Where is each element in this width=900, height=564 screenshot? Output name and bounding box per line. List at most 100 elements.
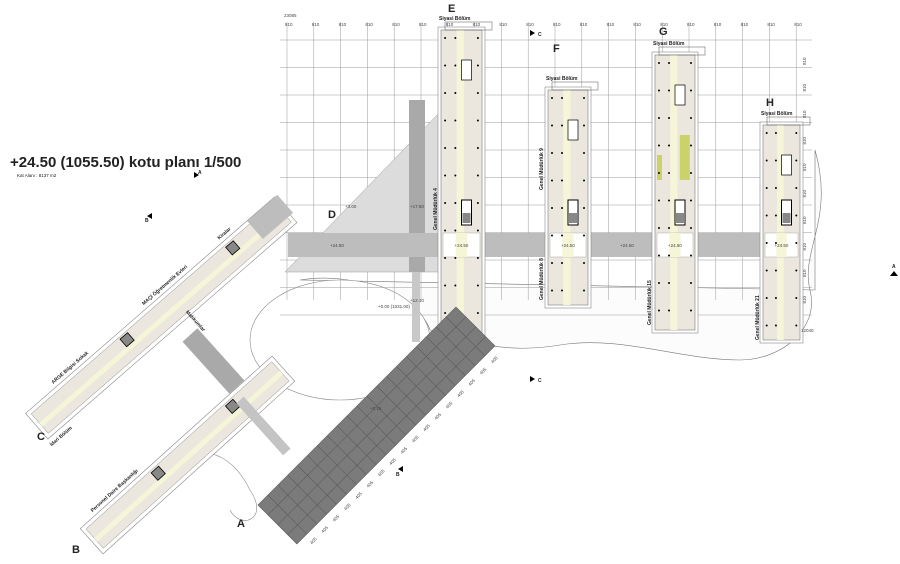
section-E: E <box>448 3 455 15</box>
dim-label: 810 <box>285 22 293 27</box>
wing-corridor <box>247 194 294 240</box>
dim-label: 405 <box>411 434 420 443</box>
top-dimensions: 810 810 810 810 810 810 810 810 810 810 810 810 810 8… <box>285 22 802 27</box>
section-cut-A-left: A <box>198 170 202 176</box>
dim-label: 810 <box>802 83 807 91</box>
dim-label: 810 <box>580 22 588 27</box>
dim-label: 810 <box>419 22 427 27</box>
section-A: A <box>237 518 245 530</box>
dim-label: 810 <box>802 189 807 197</box>
dim-label: 810 <box>365 22 373 27</box>
block-name: Genel Müdürlük 9 <box>539 148 545 190</box>
block-name: Genel Müdürlük 15 <box>647 280 653 325</box>
section-F: F <box>553 43 560 55</box>
dim-label: 405 <box>320 525 329 534</box>
dim-label: 405 <box>388 457 397 466</box>
dim-label: 405 <box>343 502 352 511</box>
dark-pavilion: 4054054054054054054054054054054054054054… <box>257 306 499 545</box>
block-level: +24.50 <box>455 243 469 248</box>
link-label: Mahkumlar <box>184 309 206 333</box>
dim-label: 810 <box>714 22 722 27</box>
dept-label: Siyasi Bölüm <box>653 41 685 47</box>
level-corridor: +24.50 <box>330 243 344 248</box>
vertical-bridge <box>409 100 425 272</box>
level-triangle: +3.00 <box>345 204 357 209</box>
dim-label: 810 <box>553 22 561 27</box>
section-H: H <box>766 97 774 109</box>
dim-label: 405 <box>422 423 431 432</box>
block-level: +24.50 <box>775 243 789 248</box>
block-name: Genel Müdürlük 4 <box>433 188 439 230</box>
level-dark: +0.15 <box>370 406 382 411</box>
section-C: C <box>37 431 45 443</box>
dim-label: 810 <box>660 22 668 27</box>
dim-label: 810 <box>802 269 807 277</box>
dim-label: 810 <box>633 22 641 27</box>
level-labels: +24.50 +24.50 +3.00 +17.50 +0.00 (1031.0… <box>330 204 634 411</box>
dept-label: Siyasi Bölüm <box>761 111 793 117</box>
dim-label: 405 <box>377 468 386 477</box>
dim-label: 405 <box>309 536 318 545</box>
block-name: Genel Müdürlük 21 <box>755 295 761 340</box>
ramp-diagonal <box>236 396 291 456</box>
dim-label: 810 <box>802 110 807 118</box>
dim-label: 810 <box>802 57 807 65</box>
section-B: B <box>72 544 80 556</box>
section-cut-B-top: B <box>145 218 149 224</box>
section-cut-C-top: C <box>538 32 542 38</box>
block-name: Genel Müdürlük 8 <box>539 258 545 300</box>
dim-label: 405 <box>467 378 476 387</box>
total-dim-right: 12040 <box>801 328 814 333</box>
dim-label: 405 <box>365 480 374 489</box>
section-cut-C-bottom: C <box>538 378 542 384</box>
section-cut-B-bottom: B <box>396 472 400 478</box>
section-markers: E F G H D C B A C C A A B B <box>37 3 898 556</box>
plan-title: +24.50 (1055.50) kotu planı 1/500 <box>10 154 241 171</box>
dept-label: Siyasi Bölüm <box>546 76 578 82</box>
dim-label: 810 <box>802 216 807 224</box>
section-D: D <box>328 209 336 221</box>
dim-label: 810 <box>802 163 807 171</box>
dim-label: 405 <box>399 446 408 455</box>
dim-label: 810 <box>802 136 807 144</box>
dim-label: 405 <box>332 513 341 522</box>
dim-label: 810 <box>802 295 807 303</box>
main-corridor <box>288 233 793 257</box>
level-bar: +17.50 <box>410 204 424 209</box>
dim-label: 810 <box>802 242 807 250</box>
level-plaza: +0.00 (1031.00) <box>378 304 410 309</box>
right-dimensions: 810 810 810 810 810 810 810 810 810 810 <box>802 57 807 304</box>
dim-label: 810 <box>499 22 507 27</box>
section-cut-A-right: A <box>892 264 896 270</box>
dim-label: 810 <box>312 22 320 27</box>
ramp <box>412 272 420 342</box>
level-corridor-2: +24.50 <box>620 243 634 248</box>
dim-label: 810 <box>473 22 481 27</box>
dim-label: 810 <box>446 22 454 27</box>
section-G: G <box>659 26 668 38</box>
dim-label: 405 <box>433 412 442 421</box>
total-dim-top: 23085 <box>284 13 297 18</box>
dim-label: 405 <box>354 491 363 500</box>
dim-label: 405 <box>445 400 454 409</box>
dim-label: 405 <box>456 389 465 398</box>
dept-label: Siyasi Bölüm <box>439 16 471 22</box>
dim-label: 810 <box>392 22 400 27</box>
level-ramp: +12.10 <box>410 298 424 303</box>
dim-label: 810 <box>339 22 347 27</box>
dim-label: 405 <box>479 366 488 375</box>
dim-label: 810 <box>767 22 775 27</box>
dim-label: 810 <box>526 22 534 27</box>
block-level: +24.50 <box>561 243 575 248</box>
dim-label: 405 <box>490 355 499 364</box>
dim-label: 810 <box>794 22 802 27</box>
block-level: +24.50 <box>668 243 682 248</box>
dim-label: 810 <box>741 22 749 27</box>
dim-label: 810 <box>607 22 615 27</box>
dim-label: 810 <box>687 22 695 27</box>
